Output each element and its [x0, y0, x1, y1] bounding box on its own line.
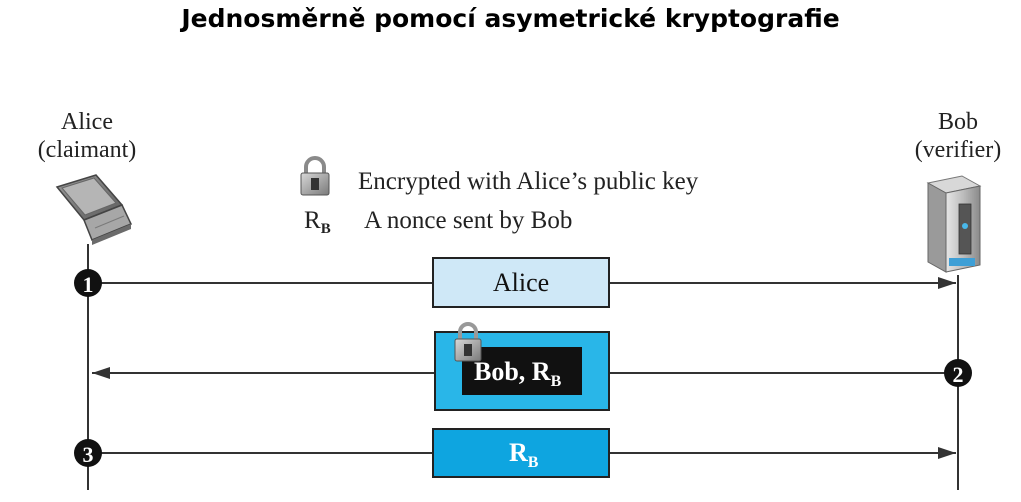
bob-name: Bob [937, 109, 978, 135]
step-3-badge [74, 439, 102, 467]
message-3-box [432, 428, 610, 478]
legend-nonce-letter: R [304, 207, 321, 234]
message-2-cipher-block [462, 347, 582, 395]
step-3-number: 3 [83, 442, 94, 467]
message-2: Bob, RB 2 [92, 322, 972, 411]
lock-icon [300, 156, 330, 196]
bob-role: (verifier) [914, 137, 1002, 163]
message-2-sub: B [551, 373, 562, 390]
alice-name: Alice [61, 109, 113, 135]
message-1-label: Alice [493, 268, 549, 297]
step-2-badge [944, 359, 972, 387]
step-1-badge [74, 269, 102, 297]
alice-role: (claimant) [37, 137, 137, 163]
message-3: RB 3 [74, 428, 956, 478]
message-2-lock-icon [454, 322, 482, 362]
legend-nonce-text: A nonce sent by Bob [364, 207, 573, 234]
alice-label: Alice (claimant) [22, 108, 152, 164]
step-1-number: 1 [83, 272, 94, 297]
message-3-label: RB [509, 438, 539, 471]
laptop-icon [55, 174, 133, 245]
legend-lock-text: Encrypted with Alice’s public key [358, 168, 699, 195]
message-1-box [432, 257, 610, 308]
legend-nonce-symbol: RB [304, 207, 331, 237]
step-2-number: 2 [953, 362, 964, 387]
message-1: Alice 1 [74, 257, 956, 308]
message-3-sub: B [528, 454, 539, 471]
message-2-arrowhead [92, 367, 110, 379]
diagram-title: Jednosměrně pomocí asymetrické kryptogra… [181, 4, 840, 33]
legend-nonce-sub: B [320, 221, 331, 237]
bob-label: Bob (verifier) [898, 108, 1018, 164]
message-3-arrowhead [938, 447, 956, 459]
message-2-label: Bob, RB [474, 357, 562, 390]
message-1-arrowhead [938, 277, 956, 289]
server-icon [926, 175, 982, 273]
